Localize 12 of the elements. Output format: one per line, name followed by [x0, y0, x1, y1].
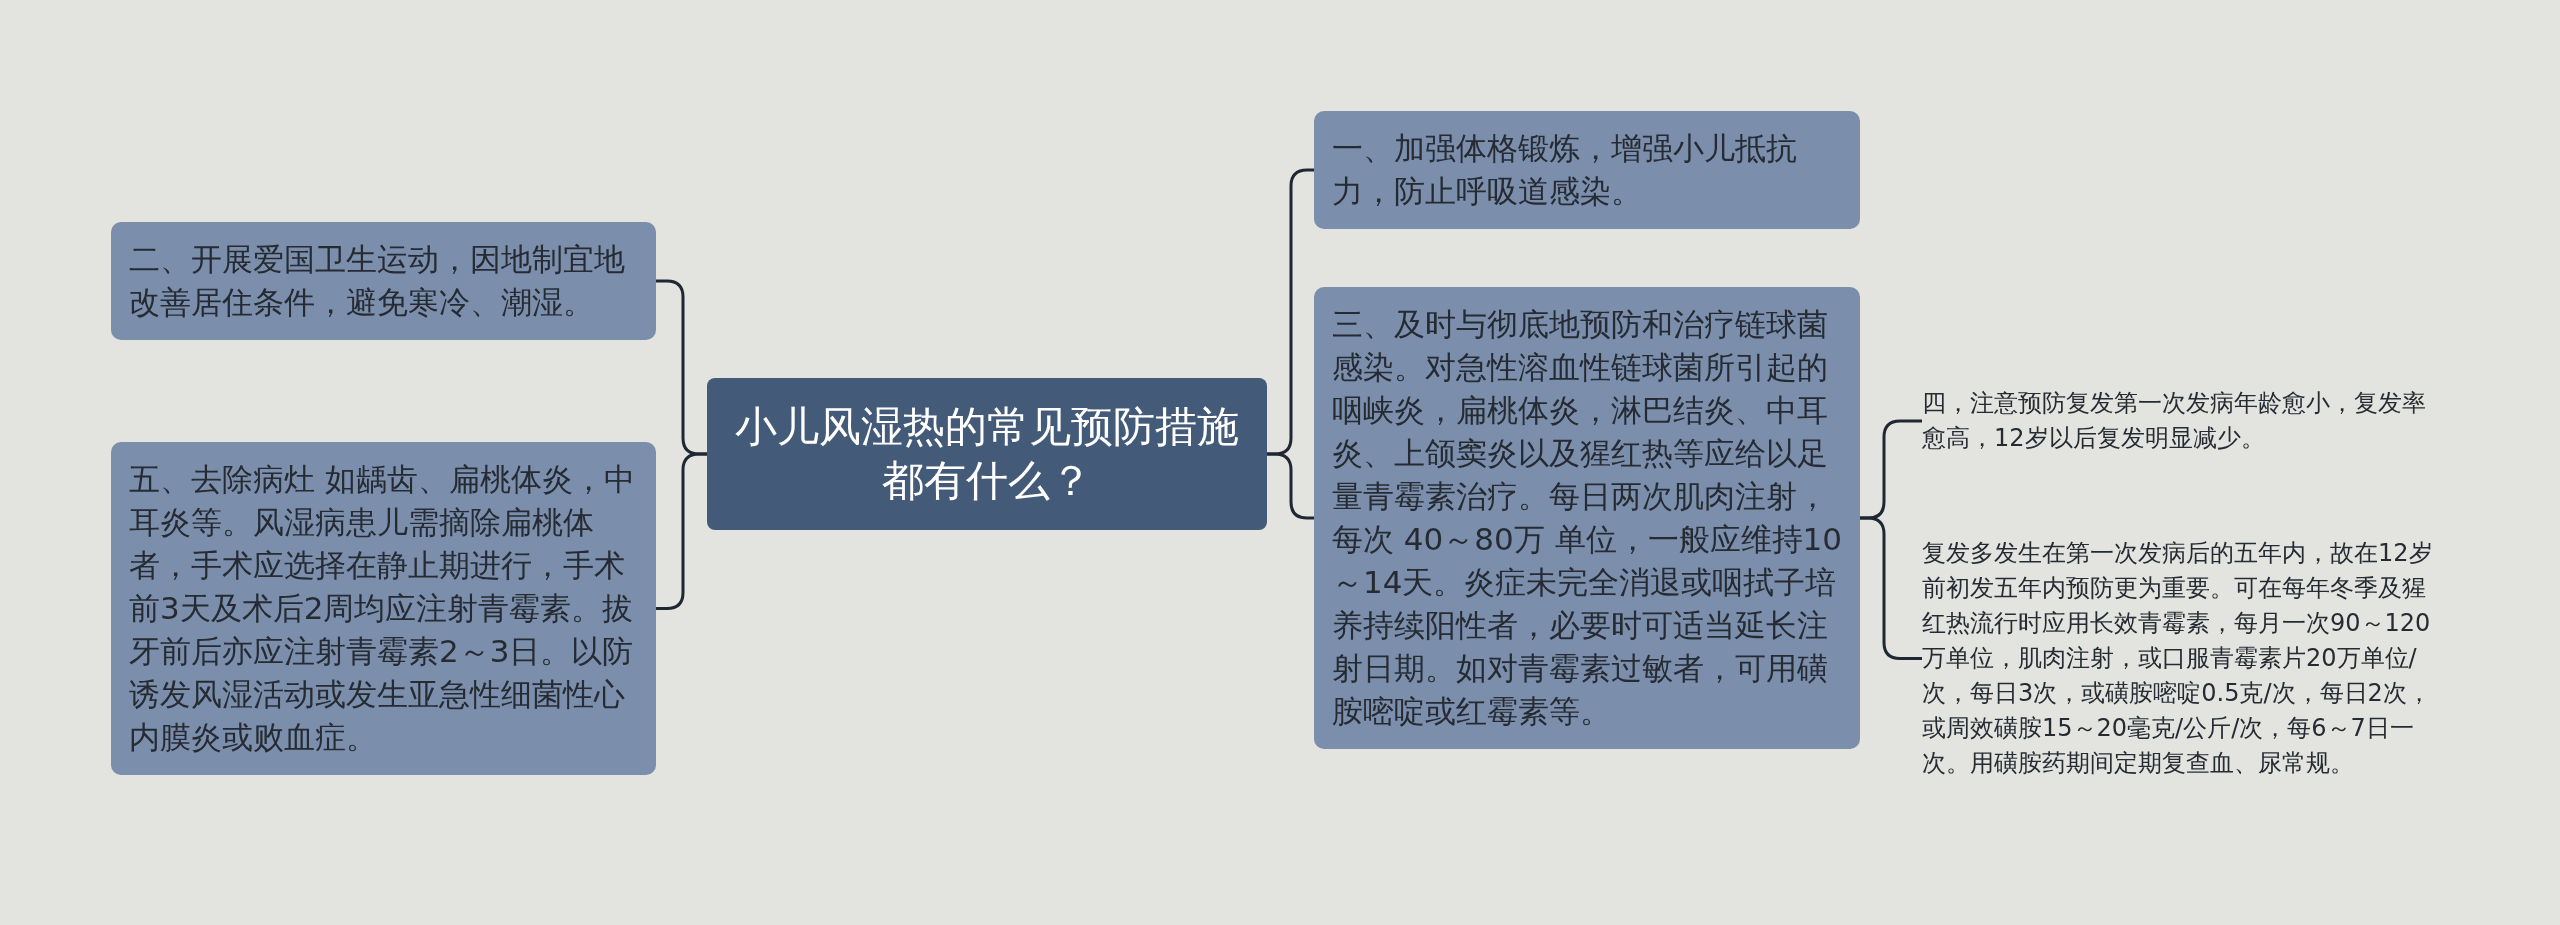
- connector-line: [1860, 516, 1922, 660]
- central-topic-text: 小儿风湿热的常见预防措施都有什么？: [735, 401, 1239, 507]
- topic-text: 五、去除病灶 如龋齿、扁桃体炎，中耳炎等。风湿病患儿需摘除扁桃体者，手术应选择在静止期进行，手术前3天及术后2周均应注射青霉素。拔牙前后亦应注射青霉素2～3日。以防诱发风湿活动或发生亚急性细菌性心内膜炎或败血症。: [129, 460, 636, 757]
- topic-text: 一、加强体格锻炼，增强小儿抵抗力，防止呼吸道感染。: [1332, 129, 1798, 211]
- note-text: 复发多发生在第一次发病后的五年内，故在12岁前初发五年内预防更为重要。可在每年冬季及猩红热流行时应用长效青霉素，每月一次90～120万单位，肌肉注射，或口服青霉素片20万单位/次，每日3次，或磺胺嘧啶0.5克/次，每日2次，或周效磺胺15～20毫克/公斤/次，每6～7日一次。用磺胺药期间定期复查血、尿常规。: [1922, 536, 2442, 781]
- topic-text: 三、及时与彻底地预防和治疗链球菌感染。对急性溶血性链球菌所引起的咽峡炎，扁桃体炎，淋巴结炎、中耳炎、上颌窦炎以及猩红热等应给以足量青霉素治疗。每日两次肌肉注射，每次 40～80万 单位，一般应维持10～14天。炎症未完全消退或咽拭子培养持续阳性者，必要时可适当延长注射日期。如对青霉素过敏者，可用磺胺嘧啶或红霉素等。: [1332, 305, 1844, 731]
- central-topic-box: [707, 378, 1267, 530]
- topic-text: 二、开展爱国卫生运动，因地制宜地改善居住条件，避免寒冷、潮湿。: [129, 240, 626, 322]
- topic-box: [1314, 111, 1860, 229]
- topic-box: [111, 222, 656, 340]
- topic-box: [111, 442, 656, 775]
- note-text: 四，注意预防复发第一次发病年龄愈小，复发率愈高，12岁以后复发明显减少。: [1922, 386, 2442, 456]
